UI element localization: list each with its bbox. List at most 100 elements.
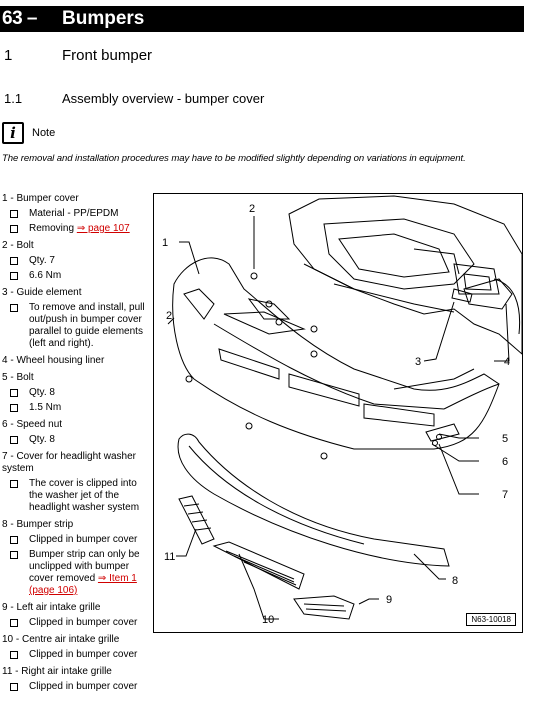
legend-item-title: 4 - Wheel housing liner	[2, 355, 105, 366]
checkbox-bullet-icon	[10, 619, 18, 627]
legend-subitem: Removing ⇒ page 107	[2, 223, 150, 235]
page-reference-link[interactable]: ⇒ Item 1 (page 106)	[29, 573, 137, 596]
subsection-title: Assembly overview - bumper cover	[62, 91, 265, 106]
legend-subitem-label: Clipped in bumper cover	[29, 534, 138, 545]
legend-subitem: Clipped in bumper cover	[2, 649, 150, 661]
callout-5: 5	[502, 433, 508, 445]
legend-subitem-label: Clipped in bumper cover	[29, 617, 138, 628]
legend-subitem-text: To remove and install, pull out/push in …	[29, 302, 150, 350]
legend-item-title: 2 - Bolt	[2, 240, 34, 251]
legend-item-title: 5 - Bolt	[2, 372, 34, 383]
checkbox-bullet-icon	[10, 210, 18, 218]
legend-subitem-text: Clipped in bumper cover	[29, 617, 150, 629]
legend-subitem: Clipped in bumper cover	[2, 617, 150, 629]
legend-subitem-label: Qty. 8	[29, 434, 55, 445]
legend-subitem: 6.6 Nm	[2, 270, 150, 282]
info-icon: i	[2, 122, 24, 144]
legend-item-title: 3 - Guide element	[2, 287, 82, 298]
callout-7: 7	[502, 489, 508, 501]
checkbox-bullet-icon	[10, 536, 18, 544]
legend-subitem-label: Removing	[29, 223, 77, 234]
legend-item-title: 1 - Bumper cover	[2, 193, 79, 204]
legend-item-title: 10 - Centre air intake grille	[2, 634, 120, 645]
legend-subitem-label: Qty. 8	[29, 387, 55, 398]
legend-subitem-text: Removing ⇒ page 107	[29, 223, 150, 235]
legend-subitem-text: Material - PP/EPDM	[29, 208, 150, 220]
bumper-exploded-view: 1 2 2 3 4 5 6 7 8 9 10 11	[162, 195, 522, 626]
page-reference-link[interactable]: ⇒ page 107	[76, 223, 130, 234]
callout-2-top: 2	[249, 203, 255, 215]
callout-1: 1	[162, 237, 168, 249]
checkbox-bullet-icon	[10, 225, 18, 233]
legend-subitem: Material - PP/EPDM	[2, 208, 150, 220]
legend-subitem-text: Clipped in bumper cover	[29, 649, 150, 661]
legend-subitem-text: Qty. 8	[29, 434, 150, 446]
legend-subitem-text: 1.5 Nm	[29, 402, 150, 414]
checkbox-bullet-icon	[10, 404, 18, 412]
chapter-header: 63 – Bumpers	[0, 6, 524, 32]
legend-subitem: 1.5 Nm	[2, 402, 150, 414]
legend-subitem: Qty. 7	[2, 255, 150, 267]
checkbox-bullet-icon	[10, 304, 18, 312]
legend-item-title: 6 - Speed nut	[2, 419, 63, 430]
callout-2-left: 2	[166, 310, 172, 322]
checkbox-bullet-icon	[10, 480, 18, 488]
legend-subitem-label: Clipped in bumper cover	[29, 681, 138, 692]
legend-item-title: 8 - Bumper strip	[2, 519, 74, 530]
callout-3: 3	[415, 356, 421, 368]
checkbox-bullet-icon	[10, 257, 18, 265]
legend-subitem-text: Clipped in bumper cover	[29, 681, 150, 693]
checkbox-bullet-icon	[10, 436, 18, 444]
note-header: i Note	[2, 122, 55, 144]
section-heading: 1 Front bumper	[0, 47, 152, 64]
callout-6: 6	[502, 456, 508, 468]
section-number: 1	[4, 47, 13, 64]
checkbox-bullet-icon	[10, 683, 18, 691]
legend-item-title: 9 - Left air intake grille	[2, 602, 101, 613]
legend-subitem: To remove and install, pull out/push in …	[2, 302, 150, 350]
callout-10: 10	[262, 614, 274, 626]
chapter-number: 63 –	[2, 8, 37, 29]
legend-subitem: Clipped in bumper cover	[2, 681, 150, 693]
legend-subitem-text: Clipped in bumper cover	[29, 534, 150, 546]
legend-subitem: Qty. 8	[2, 434, 150, 446]
legend-subitem-label: Bumper strip can only be unclipped with …	[29, 549, 140, 584]
assembly-diagram: 1 2 2 3 4 5 6 7 8 9 10 11 N63-10018	[153, 193, 523, 633]
legend-subitem-text: Qty. 7	[29, 255, 150, 267]
subsection-number: 1.1	[4, 91, 23, 106]
chapter-title: Bumpers	[62, 8, 145, 29]
callout-4: 4	[504, 356, 510, 368]
checkbox-bullet-icon	[10, 272, 18, 280]
checkbox-bullet-icon	[10, 551, 18, 559]
subsection-heading: 1.1 Assembly overview - bumper cover	[0, 91, 264, 106]
legend-subitem-label: 1.5 Nm	[29, 402, 62, 413]
legend-item: 4 - Wheel housing liner	[2, 355, 150, 367]
note-label: Note	[32, 127, 56, 139]
legend-subitem: Qty. 8	[2, 387, 150, 399]
legend-subitem-text: The cover is clipped into the washer jet…	[29, 478, 150, 514]
callout-8: 8	[452, 575, 458, 587]
legend-subitem-text: 6.6 Nm	[29, 270, 150, 282]
legend-subitem-label: 6.6 Nm	[29, 270, 62, 281]
legend-item: 3 - Guide element To remove and install, …	[2, 287, 150, 350]
callout-9: 9	[386, 594, 392, 606]
legend-subitem: Clipped in bumper cover	[2, 534, 150, 546]
checkbox-bullet-icon	[10, 389, 18, 397]
legend-item-title: 11 - Right air intake grille	[2, 666, 112, 677]
legend-subitem-text: Bumper strip can only be unclipped with …	[29, 549, 150, 597]
checkbox-bullet-icon	[10, 651, 18, 659]
callout-11: 11	[164, 551, 175, 563]
legend-subitem-label: Clipped in bumper cover	[29, 649, 138, 660]
legend-subitem-label: Qty. 7	[29, 255, 55, 266]
section-title: Front bumper	[62, 47, 153, 64]
legend-subitem-text: Qty. 8	[29, 387, 150, 399]
legend-item-title: 7 - Cover for headlight washer system	[2, 451, 136, 474]
